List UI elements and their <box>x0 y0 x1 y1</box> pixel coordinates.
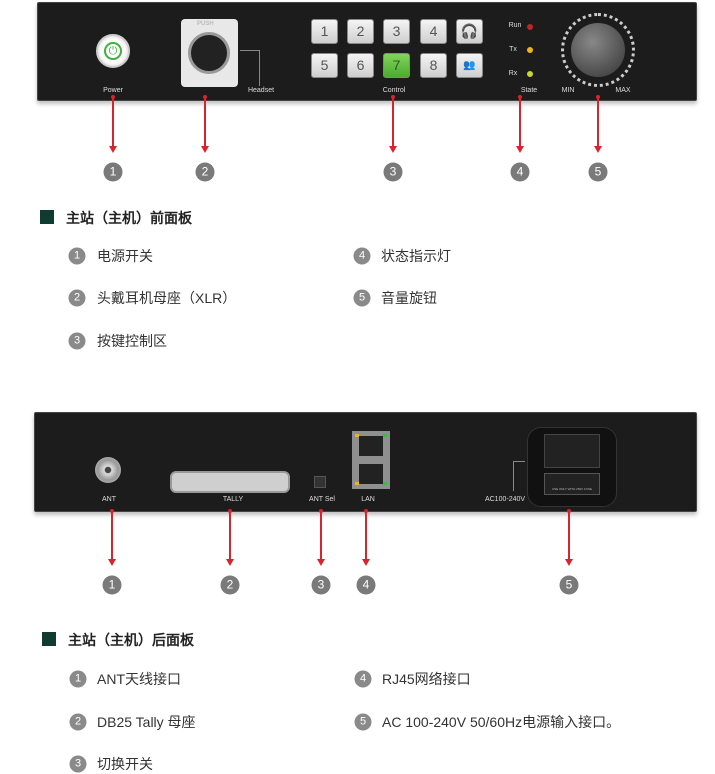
callout-arrow <box>362 509 370 566</box>
power-label: Power <box>103 87 123 94</box>
callout-arrow <box>389 95 397 153</box>
run-label: Run <box>508 22 522 29</box>
callout-arrow <box>108 509 116 566</box>
key-1[interactable]: 1 <box>311 19 338 44</box>
rx-led <box>527 71 533 77</box>
front-item: 电源开关 <box>97 248 153 264</box>
callout-2: 2 <box>220 575 240 595</box>
run-led <box>527 24 533 30</box>
item-number: 4 <box>353 247 371 265</box>
tx-label: Tx <box>509 46 517 53</box>
key-3[interactable]: 3 <box>383 19 410 44</box>
power-button[interactable]: ⏻ <box>96 34 130 68</box>
front-item: 状态指示灯 <box>381 248 451 264</box>
tx-led <box>527 47 533 53</box>
ant-bnc-connector <box>95 457 121 483</box>
key-7[interactable]: 7 <box>383 53 410 78</box>
headset-xlr-jack: PUSH <box>181 19 238 87</box>
back-section-title: 主站（主机）后面板 <box>68 632 194 648</box>
ac-label: AC100-240V <box>484 496 526 503</box>
tally-db25-connector <box>170 471 290 493</box>
item-number: 3 <box>69 755 87 773</box>
callout-arrow <box>109 95 117 153</box>
callout-arrow <box>516 95 524 153</box>
power-icon: ⏻ <box>104 42 122 60</box>
key-6[interactable]: 6 <box>347 53 374 78</box>
item-number: 1 <box>68 247 86 265</box>
back-item: RJ45网络接口 <box>382 671 471 687</box>
section-marker <box>42 632 56 646</box>
control-label: Control <box>382 87 406 94</box>
section-marker <box>40 210 54 224</box>
key-4[interactable]: 4 <box>420 19 447 44</box>
callout-arrow <box>317 509 325 566</box>
item-number: 3 <box>68 332 86 350</box>
callout-3: 3 <box>383 162 403 182</box>
back-item: AC 100-240V 50/60Hz电源输入接口。 <box>382 714 621 730</box>
key-2[interactable]: 2 <box>347 19 374 44</box>
push-tab[interactable]: PUSH <box>197 21 214 27</box>
tally-label: TALLY <box>222 496 244 503</box>
key-8[interactable]: 8 <box>420 53 447 78</box>
min-label: MIN <box>561 87 575 94</box>
headphones-icon: 🎧 <box>460 23 479 39</box>
callout-arrow <box>226 509 234 566</box>
front-item: 音量旋钮 <box>381 290 437 306</box>
volume-knob-scale <box>561 13 635 87</box>
callout-5: 5 <box>559 575 579 595</box>
ac-power-inlet: USE ONLY WITH 250V FUSE <box>527 427 617 507</box>
headset-label: Headset <box>247 87 275 94</box>
front-section-title: 主站（主机）前面板 <box>66 210 192 226</box>
item-number: 4 <box>354 670 372 688</box>
front-item: 头戴耳机母座（XLR） <box>97 290 237 306</box>
item-number: 5 <box>353 289 371 307</box>
callout-arrow <box>594 95 602 153</box>
callout-3: 3 <box>311 575 331 595</box>
callout-4: 4 <box>356 575 376 595</box>
state-label: State <box>520 87 538 94</box>
lan-rj45-ports <box>352 431 390 489</box>
callout-1: 1 <box>102 575 122 595</box>
max-label: MAX <box>615 87 631 94</box>
users-icon: 👥 <box>463 60 476 71</box>
back-item: ANT天线接口 <box>97 671 181 687</box>
callout-4: 4 <box>510 162 530 182</box>
ant-label: ANT <box>102 496 116 503</box>
rx-label: Rx <box>508 70 518 77</box>
front-item: 按键控制区 <box>97 333 167 349</box>
callout-2: 2 <box>195 162 215 182</box>
ant-sel-switch[interactable] <box>314 476 326 488</box>
item-number: 5 <box>354 713 372 731</box>
back-item: 切换开关 <box>97 756 153 772</box>
back-panel: ANT TALLY ANT Sel LAN AC100-240V USE ONL… <box>34 412 697 512</box>
lan-label: LAN <box>361 496 375 503</box>
front-panel: ⏻ Power PUSH Headset 1 2 3 4 🎧 5 6 7 8 👥… <box>37 2 697 101</box>
volume-knob[interactable] <box>571 23 625 77</box>
ant-sel-label: ANT Sel <box>309 496 335 503</box>
callout-arrow <box>201 95 209 153</box>
callout-1: 1 <box>103 162 123 182</box>
item-number: 2 <box>69 713 87 731</box>
key-users[interactable]: 👥 <box>456 53 483 78</box>
item-number: 1 <box>69 670 87 688</box>
fuse-label: USE ONLY WITH 250V FUSE <box>544 473 600 495</box>
callout-5: 5 <box>588 162 608 182</box>
item-number: 2 <box>68 289 86 307</box>
back-item: DB25 Tally 母座 <box>97 714 196 730</box>
key-5[interactable]: 5 <box>311 53 338 78</box>
callout-arrow <box>565 509 573 566</box>
key-headset[interactable]: 🎧 <box>456 19 483 44</box>
